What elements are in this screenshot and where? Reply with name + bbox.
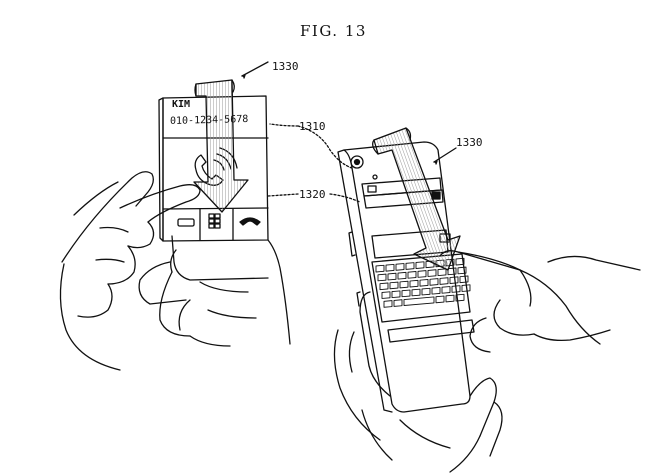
left-hand-holding [138,235,291,347]
left-arrow-band [193,79,249,213]
message-icon [177,218,195,227]
keyboard-keys [375,257,471,308]
left-phone [158,95,269,242]
right-hand-pointing [439,250,641,353]
leader-1330-right [433,147,457,163]
leader-1310 [269,123,299,127]
reference-label-1320: 1320 [299,188,326,201]
caller-number: 010-1234-5678 [170,113,249,128]
keypad-icon [208,213,221,229]
reference-label-1310: 1310 [299,120,326,133]
left-hand-pointing [59,171,201,371]
reference-label-1330-left: 1330 [272,60,299,73]
end-call-icon [239,217,261,226]
leader-1330-left [241,61,269,77]
right-arrow-band [372,127,461,271]
right-hand-holding [333,291,503,473]
caller-name: KIM [172,99,191,110]
reference-label-1330-right: 1330 [456,136,483,149]
leader-1320 [267,193,299,197]
figure-title: FIG. 13 [300,22,367,40]
